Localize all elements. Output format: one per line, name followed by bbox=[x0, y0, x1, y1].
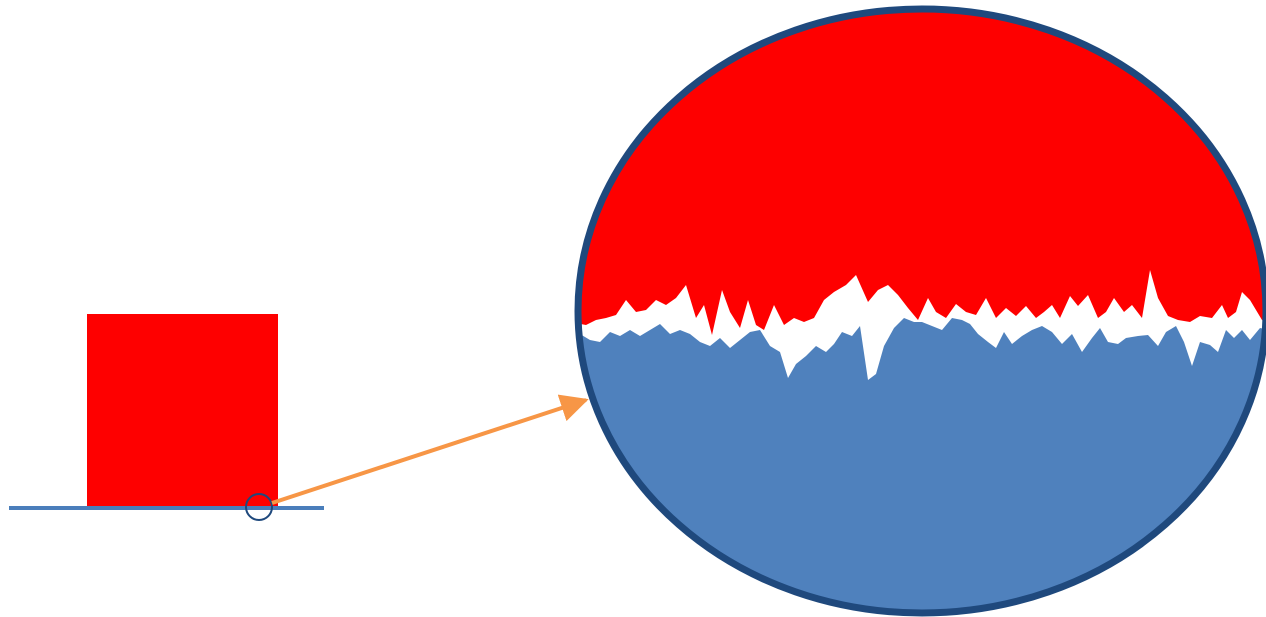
magnified-block-surface bbox=[578, 9, 1266, 335]
red-block bbox=[87, 314, 278, 507]
magnified-view bbox=[578, 9, 1266, 613]
magnifier-outline bbox=[574, 5, 1266, 617]
magnified-ground-surface bbox=[578, 318, 1266, 613]
contact-point-circle-icon bbox=[245, 493, 273, 521]
magnification-arrow bbox=[271, 394, 589, 505]
